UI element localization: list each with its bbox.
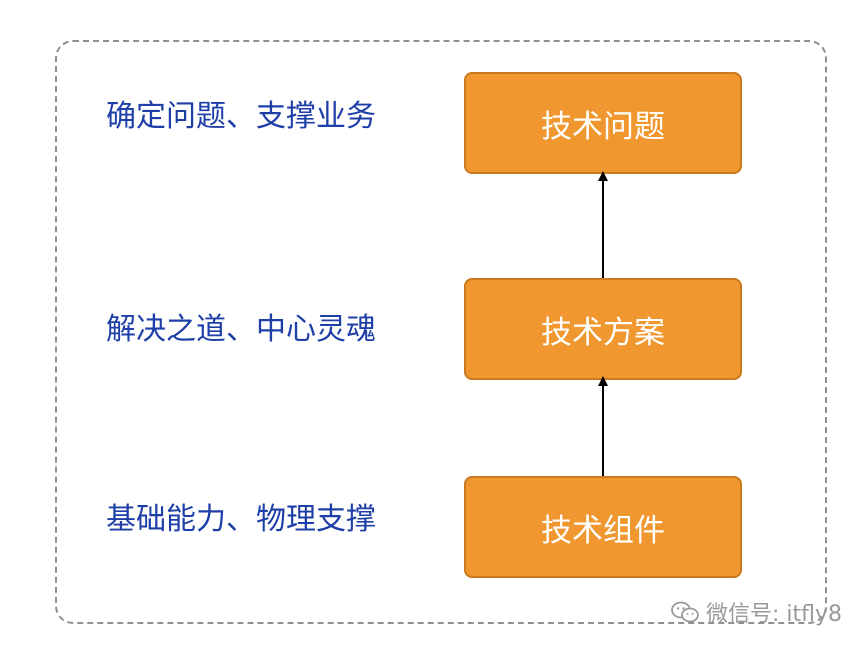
wechat-icon bbox=[671, 601, 699, 623]
watermark: 微信号: itfly8 bbox=[670, 596, 842, 628]
dashed-frame bbox=[55, 40, 827, 624]
label-basic-capability: 基础能力、物理支撑 bbox=[106, 502, 376, 537]
box-tech-problem: 技术问题 bbox=[464, 72, 742, 174]
box-tech-component: 技术组件 bbox=[464, 476, 742, 578]
label-solution-core: 解决之道、中心灵魂 bbox=[106, 312, 376, 347]
watermark-text: 微信号: itfly8 bbox=[706, 602, 843, 627]
label-define-problem: 确定问题、支撑业务 bbox=[106, 99, 376, 134]
